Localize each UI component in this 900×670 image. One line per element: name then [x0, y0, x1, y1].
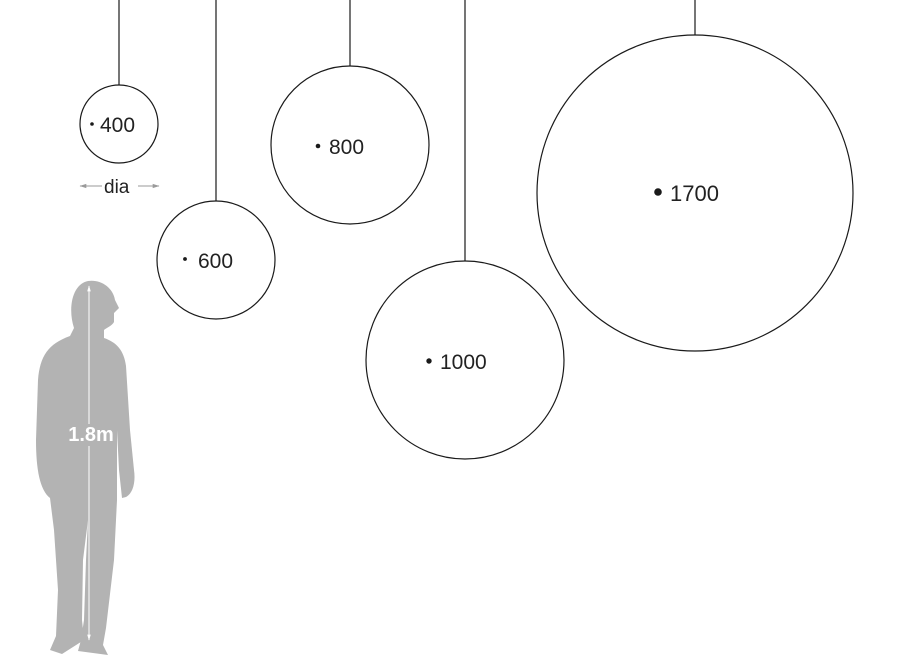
person-silhouette-icon: 1.8m — [36, 280, 135, 655]
diameter-indicator: dia — [79, 177, 160, 198]
pendant-600-center-dot — [183, 257, 187, 261]
person-height-label: 1.8m — [68, 424, 114, 446]
pendant-1700: 1700 — [536, 0, 854, 352]
pendant-1000: 1000 — [365, 0, 565, 460]
pendant-600: 600 — [156, 0, 276, 320]
pendant-400-center-dot — [90, 122, 94, 126]
pendant-600-label: 600 — [198, 250, 233, 273]
pendant-800-globe — [270, 65, 430, 225]
pendant-1700-center-dot — [654, 188, 662, 196]
pendant-1000-globe — [365, 260, 565, 460]
pendant-1700-label: 1700 — [670, 181, 719, 206]
pendant-400-globe — [79, 84, 159, 164]
pendant-400-label: 400 — [100, 114, 135, 137]
pendant-1700-globe — [536, 34, 854, 352]
pendant-600-globe — [156, 200, 276, 320]
pendant-1000-center-dot — [426, 358, 432, 364]
pendant-800: 800 — [270, 0, 430, 225]
diameter-label: dia — [104, 177, 130, 198]
pendant-400: 400 — [79, 0, 159, 164]
pendant-800-center-dot — [315, 143, 321, 149]
pendant-800-label: 800 — [329, 136, 364, 159]
pendant-1000-label: 1000 — [440, 351, 487, 374]
